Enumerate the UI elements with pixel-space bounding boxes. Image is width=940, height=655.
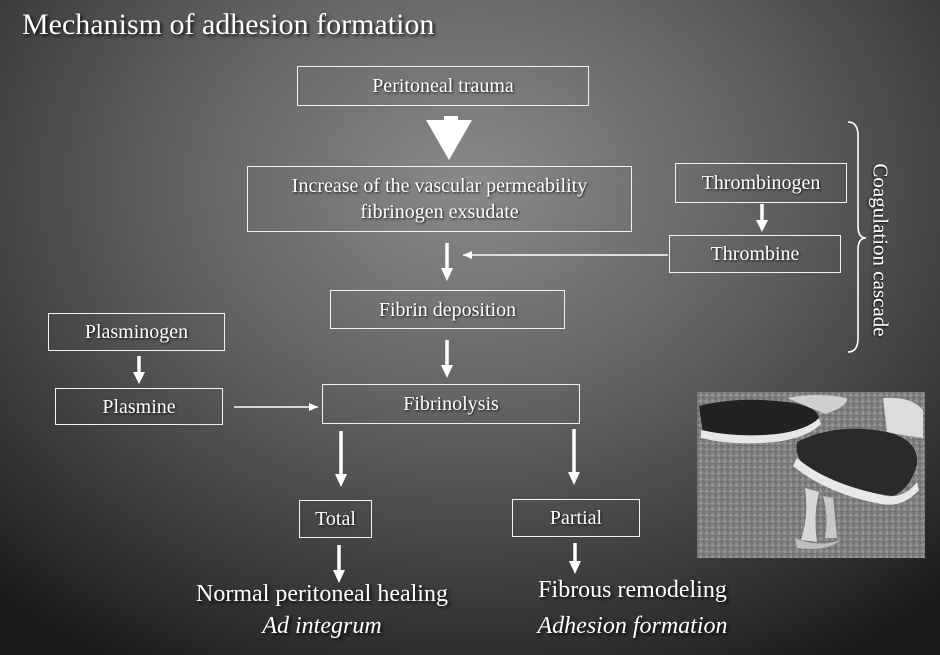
arrow-fibrinolysis-to-partial (568, 429, 580, 485)
coagulation-brace (847, 121, 867, 353)
plasminogen-label: Plasminogen (84, 321, 189, 343)
fibrous-remodeling-title: Fibrous remodeling (538, 577, 727, 603)
thrombine-box: Thrombine (669, 235, 841, 273)
coagulation-cascade-label: Coagulation cascade (868, 163, 893, 337)
plasminogen-box: Plasminogen (48, 313, 225, 351)
thrombine-label: Thrombine (710, 243, 800, 265)
plasmine-box: Plasmine (55, 388, 223, 425)
arrow-partial-to-remodeling (569, 543, 581, 574)
fibrin-deposition-label: Fibrin deposition (378, 298, 517, 321)
shoe-gum-photo (697, 392, 925, 558)
normal-healing-outcome: Normal peritoneal healing Ad integrum (172, 578, 472, 643)
peritoneal-trauma-label: Peritoneal trauma (372, 75, 514, 97)
arrow-vascular-to-fibrin (441, 243, 453, 281)
arrow-thrombinogen-to-thrombine (756, 204, 768, 232)
arrow-fibrinolysis-to-total (335, 431, 347, 487)
fibrous-remodeling-outcome: Fibrous remodeling Adhesion formation (505, 574, 760, 643)
ad-integrum-subtitle: Ad integrum (262, 613, 382, 640)
fibrinolysis-label: Fibrinolysis (403, 393, 499, 415)
arrow-total-to-healing (333, 545, 345, 583)
thrombinogen-label: Thrombinogen (701, 172, 821, 194)
fibrin-deposition-box: Fibrin deposition (330, 290, 565, 329)
adhesion-formation-subtitle: Adhesion formation (537, 613, 728, 640)
vascular-permeability-box: Increase of the vascular permeability fi… (247, 166, 632, 232)
total-label: Total (315, 508, 356, 530)
peritoneal-trauma-box: Peritoneal trauma (297, 66, 589, 106)
vascular-permeability-line1: Increase of the vascular permeability (291, 175, 588, 197)
fibrinolysis-box: Fibrinolysis (322, 384, 580, 424)
normal-healing-title: Normal peritoneal healing (196, 581, 448, 607)
partial-box: Partial (512, 499, 640, 537)
arrow-trauma-to-vascular (426, 116, 472, 160)
thrombinogen-box: Thrombinogen (675, 163, 847, 203)
total-box: Total (299, 500, 372, 538)
slide-title: Mechanism of adhesion formation (22, 8, 435, 41)
arrow-fibrin-to-fibrinolysis (441, 340, 453, 378)
arrow-plasminogen-to-plasmine (133, 356, 145, 384)
vascular-permeability-line2: fibrinogen exsudate (360, 201, 519, 223)
plasmine-label: Plasmine (102, 395, 176, 418)
partial-label: Partial (549, 507, 603, 529)
